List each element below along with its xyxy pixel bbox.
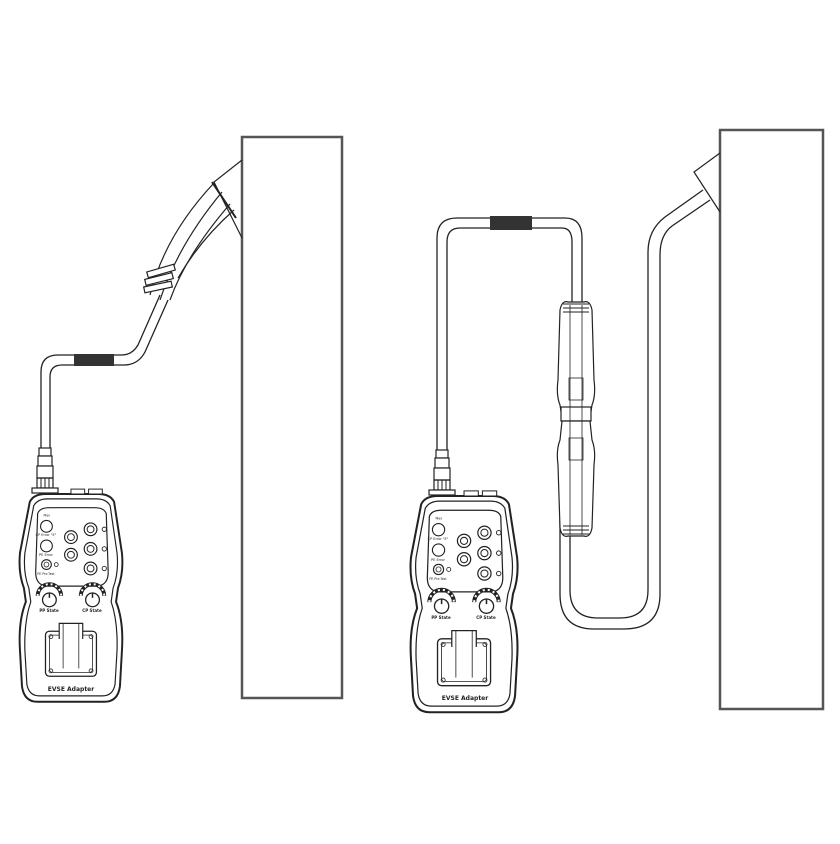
evse-adapter-label-left: EVSE Adapter (48, 686, 94, 693)
cable-left (40, 294, 169, 450)
charging-station-pillar-right (718, 128, 825, 711)
charging-station-pillar-left (240, 135, 344, 700)
evse-adapter-label-right: EVSE Adapter (442, 695, 488, 702)
pp-state-label-right: PP State (431, 615, 451, 620)
cp-error-label-left: CP Error "E" (36, 533, 57, 537)
pe-error-label-right: PE Error (431, 558, 446, 562)
type2-plug-left (142, 181, 237, 301)
evse-adapter-right (410, 491, 517, 712)
pp-state-label-left: PP State (39, 608, 59, 613)
evse-adapter-left (17, 487, 125, 704)
extension-coupler (556, 301, 596, 537)
cp-error-label-right: CP Error "E" (428, 537, 449, 541)
pe-pretest-label-right: PE Pre-Test (429, 577, 447, 581)
setup-extension: EVSE Adapter PP State CP State CP Error … (410, 128, 825, 712)
station-holster-right (693, 152, 721, 213)
cp-state-label-left: CP State (82, 608, 102, 613)
pe-pretest-label-left: PE Pre-Test (37, 572, 55, 576)
cable-band-left (74, 354, 114, 366)
cable-band-right (490, 216, 532, 230)
station-holster-left (213, 159, 243, 239)
cp-state-label-right: CP State (476, 615, 496, 620)
device-cable-plug-left (31, 447, 59, 494)
device-cable-plug-right (428, 449, 456, 496)
setup-direct: EVSE Adapter PP State CP State CP Error … (17, 135, 344, 704)
station-cable-right (559, 189, 711, 630)
pe-error-label-left: PE Error (39, 553, 54, 557)
